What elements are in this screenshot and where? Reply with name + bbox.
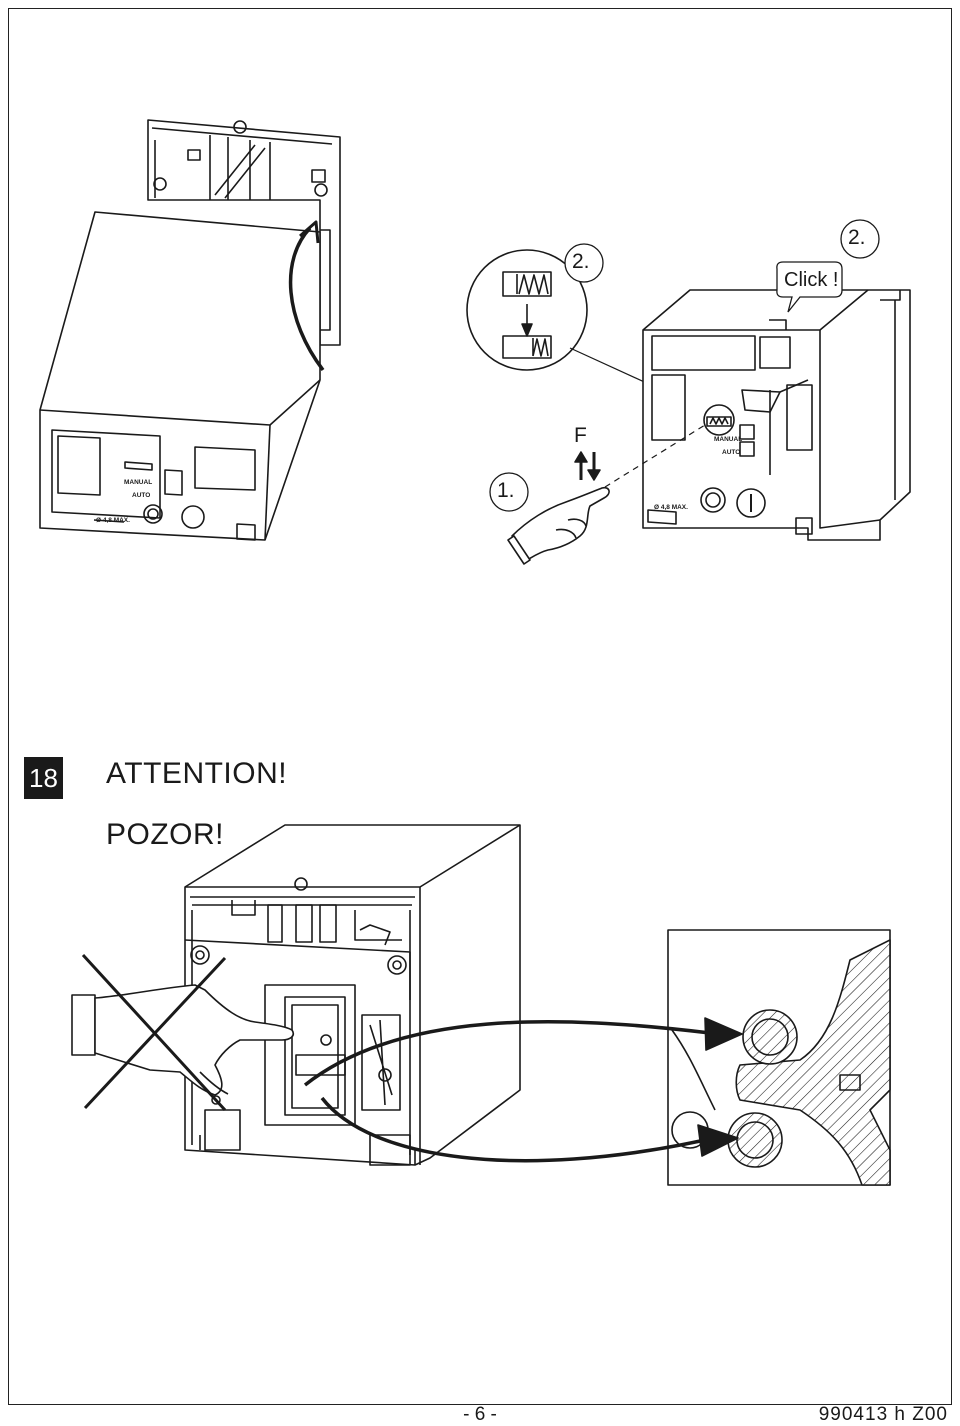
click-label: Click ! (784, 269, 839, 291)
switch-device (642, 289, 911, 541)
step-2-label-left: 2. (572, 250, 590, 273)
tilted-module (39, 211, 321, 541)
right-lock-label: Ø 4,8 MAX. (654, 504, 688, 511)
step-number-badge: 18 (24, 757, 63, 799)
attention-heading: ATTENTION! (106, 757, 288, 790)
leader-dashed (604, 424, 706, 488)
left-auto-label: AUTO (132, 492, 150, 499)
pointing-hand-icon (507, 486, 610, 565)
hand-incorrect-icon (71, 984, 295, 1105)
spring-callout (466, 249, 711, 413)
document-code: 990413 h Z00 (818, 1404, 948, 1425)
detail-inset (667, 929, 891, 1186)
step-1-label: 1. (497, 479, 515, 502)
prohibited-cross-icon (81, 953, 227, 1112)
force-label: F (574, 424, 587, 447)
right-manual-label: MANUAL (714, 436, 742, 443)
right-auto-label: AUTO (722, 449, 740, 456)
step-2-label-right: 2. (848, 226, 866, 249)
pozor-heading: POZOR! (106, 818, 225, 851)
force-arrows-icon (574, 451, 601, 481)
left-manual-label: MANUAL (124, 479, 152, 486)
page-frame (8, 8, 952, 1405)
detail-arrows (303, 1020, 711, 1163)
module-chassis (184, 824, 521, 1166)
page-number: - 6 - (463, 1404, 497, 1425)
rotation-arrow (288, 226, 325, 372)
left-lock-label: Ø 4,8 MAX. (96, 517, 130, 524)
